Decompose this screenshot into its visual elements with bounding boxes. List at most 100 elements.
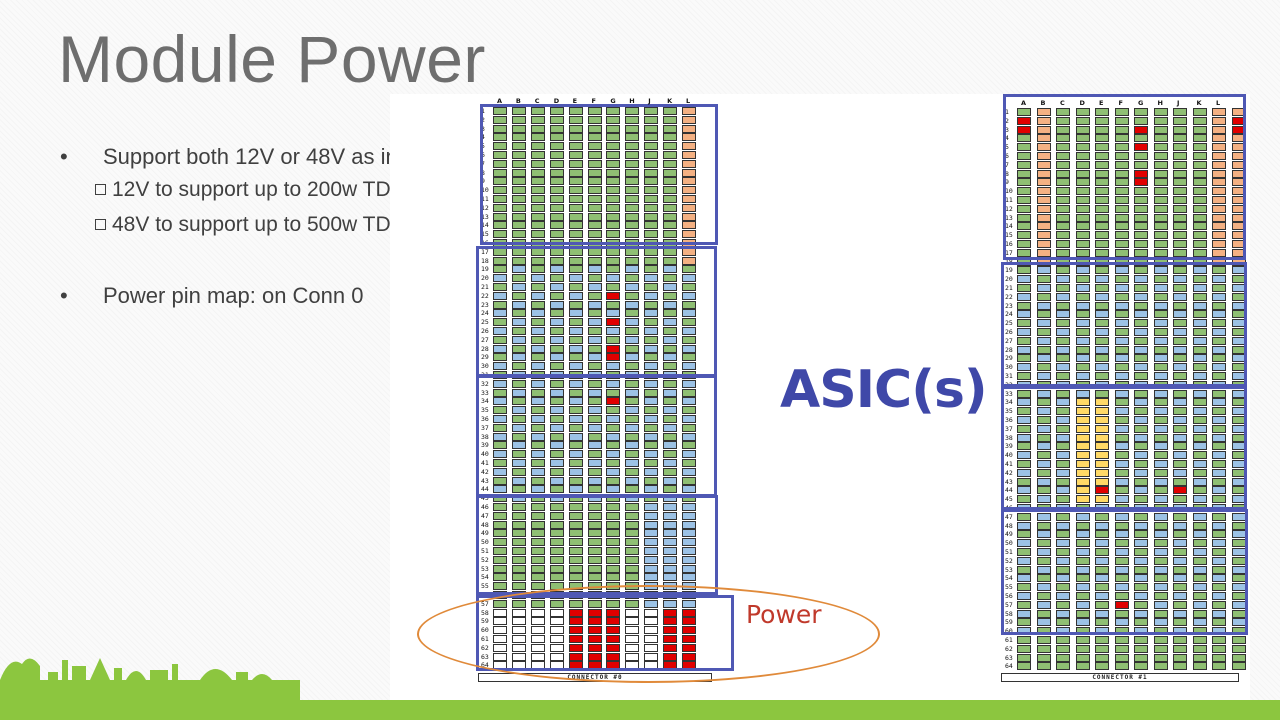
- pin-cell: [663, 423, 678, 432]
- pin-cell: [663, 230, 678, 239]
- pin-cell: [644, 344, 659, 353]
- pin-cell: [568, 573, 583, 582]
- pin-cell: [1173, 240, 1187, 248]
- row-number: 42: [481, 467, 489, 476]
- pin-cell: [493, 142, 507, 151]
- pin-cell: [1114, 178, 1129, 187]
- pin-cell: [587, 573, 602, 582]
- pin-cell: [1114, 169, 1129, 178]
- pin-cell: [606, 344, 621, 353]
- connector-1-region-box-4: [1001, 509, 1248, 635]
- pin-cell: [587, 291, 602, 300]
- pin-cell: [1192, 636, 1207, 644]
- pin-cell: [530, 133, 545, 142]
- pin-cell: [1192, 108, 1207, 116]
- pin-cell: [1212, 204, 1226, 213]
- pin-cell: [493, 283, 507, 291]
- pin-cell: [606, 467, 621, 476]
- pin-cell: [1095, 636, 1109, 644]
- pin-cell: [549, 397, 564, 406]
- pin-cell: [530, 212, 545, 221]
- pin-cell: [530, 415, 545, 423]
- pin-cell: [530, 573, 545, 582]
- pin-cell: [682, 379, 696, 388]
- pin-cell: [568, 467, 583, 476]
- row-number: 20: [481, 274, 489, 283]
- pin-cell: [663, 467, 678, 476]
- pin-cell: [644, 406, 659, 415]
- pin-cell: [1017, 152, 1031, 160]
- pin-cell: [1017, 240, 1031, 248]
- row-number: 45: [481, 494, 489, 503]
- pin-cell: [1056, 636, 1070, 644]
- pin-cell: [1056, 248, 1070, 257]
- pin-cell: [1114, 125, 1129, 134]
- pin-cell: [568, 256, 583, 265]
- pin-cell: [587, 265, 602, 274]
- pin-cell: [1173, 169, 1187, 178]
- pin-cell: [493, 335, 507, 344]
- pin-cell: [1056, 152, 1070, 160]
- pin-cell: [682, 115, 696, 124]
- pin-cell: [1153, 160, 1168, 169]
- pin-cell: [549, 151, 564, 159]
- pin-cell: [530, 256, 545, 265]
- pin-cell: [1153, 240, 1168, 248]
- column-header: C: [1060, 99, 1065, 107]
- row-number: 51: [481, 547, 489, 555]
- pin-cell: [568, 485, 583, 494]
- pin-cell: [1075, 134, 1090, 143]
- pin-cell: [644, 379, 659, 388]
- row-number: 48: [481, 520, 489, 529]
- row-number: 25: [481, 318, 489, 327]
- pin-cell: [568, 133, 583, 142]
- pin-cell: [511, 459, 526, 467]
- pin-cell: [587, 186, 602, 195]
- pin-cell: [1114, 653, 1129, 662]
- pin-cell: [530, 353, 545, 362]
- pin-cell: [644, 450, 659, 459]
- pin-cell: [493, 415, 507, 423]
- pin-cell: [1231, 644, 1246, 653]
- pin-cell: [568, 212, 583, 221]
- pin-cell: [530, 318, 545, 327]
- pin-cell: [587, 107, 602, 115]
- pin-cell: [549, 432, 564, 441]
- pin-cell: [663, 388, 678, 397]
- row-number: 11: [481, 195, 489, 203]
- pin-cell: [682, 107, 696, 115]
- pin-cell: [587, 318, 602, 327]
- pin-cell: [644, 300, 659, 309]
- pin-cell: [549, 476, 564, 485]
- row-number: 41: [481, 459, 489, 467]
- pin-cell: [493, 291, 507, 300]
- pin-cell: [663, 353, 678, 362]
- pin-cell: [682, 327, 696, 335]
- pin-cell: [1212, 152, 1226, 160]
- pin-cell: [1212, 125, 1226, 134]
- pin-cell: [568, 115, 583, 124]
- pin-cell: [530, 186, 545, 195]
- pin-cell: [587, 415, 602, 423]
- pin-cell: [587, 520, 602, 529]
- pin-cell: [1056, 653, 1070, 662]
- pin-cell: [663, 256, 678, 265]
- pin-cell: [549, 503, 564, 511]
- pin-cell: [1134, 143, 1148, 152]
- pin-cell: [1095, 143, 1109, 152]
- pin-cell: [587, 203, 602, 212]
- pin-cell: [587, 142, 602, 151]
- pin-cell: [587, 309, 602, 318]
- column-header: A: [497, 97, 503, 105]
- row-number: 47: [481, 511, 489, 520]
- pin-cell: [663, 221, 678, 230]
- pin-cell: [1017, 248, 1031, 257]
- pin-cell: [644, 168, 659, 177]
- pin-cell: [568, 221, 583, 230]
- pin-cell: [1017, 231, 1031, 240]
- pin-cell: [1153, 187, 1168, 196]
- column-header: A: [1021, 99, 1027, 107]
- pin-cell: [511, 203, 526, 212]
- pin-cell: [1114, 204, 1129, 213]
- row-number: 18: [1005, 257, 1013, 266]
